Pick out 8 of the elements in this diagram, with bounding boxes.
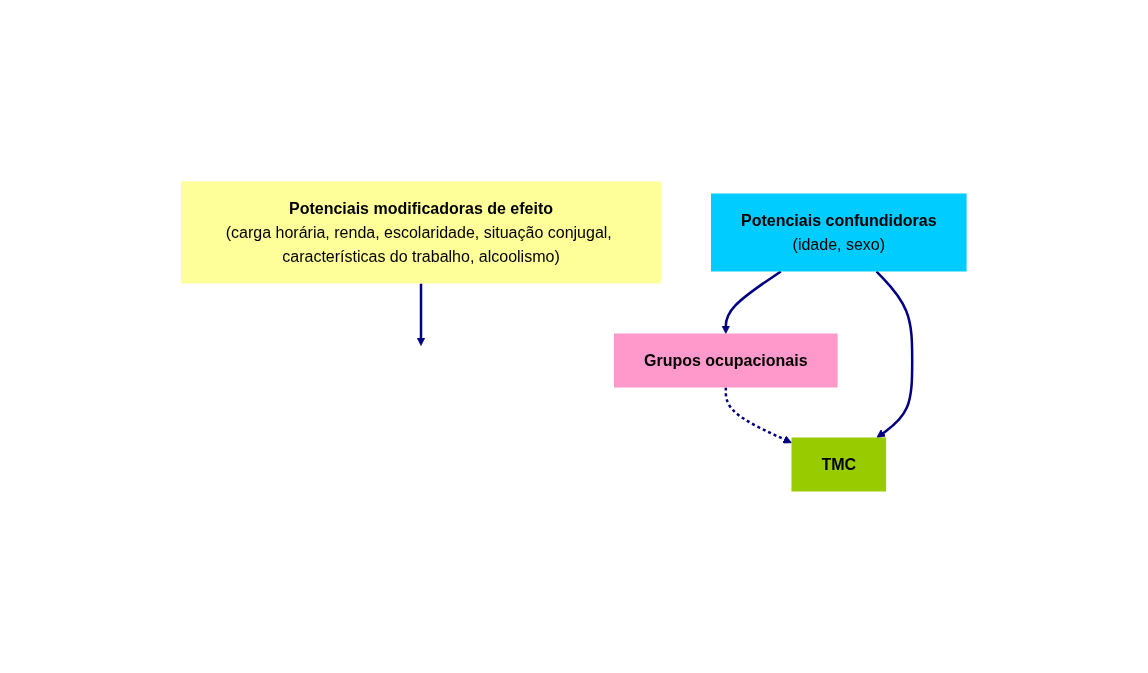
node-box: Grupos ocupacionais <box>614 333 838 388</box>
node-box: Potenciais modificadoras de efeito (carga horária, renda, escolaridade, situação conjugal, características do trabalho, alcoolismo) <box>181 181 662 284</box>
arrow <box>721 270 782 334</box>
arrow <box>724 387 793 444</box>
arrow <box>416 283 426 346</box>
node-box: Potenciais confundidoras (idade, sexo) <box>711 193 967 272</box>
arrow <box>875 270 914 438</box>
node-box: TMC <box>791 437 887 492</box>
